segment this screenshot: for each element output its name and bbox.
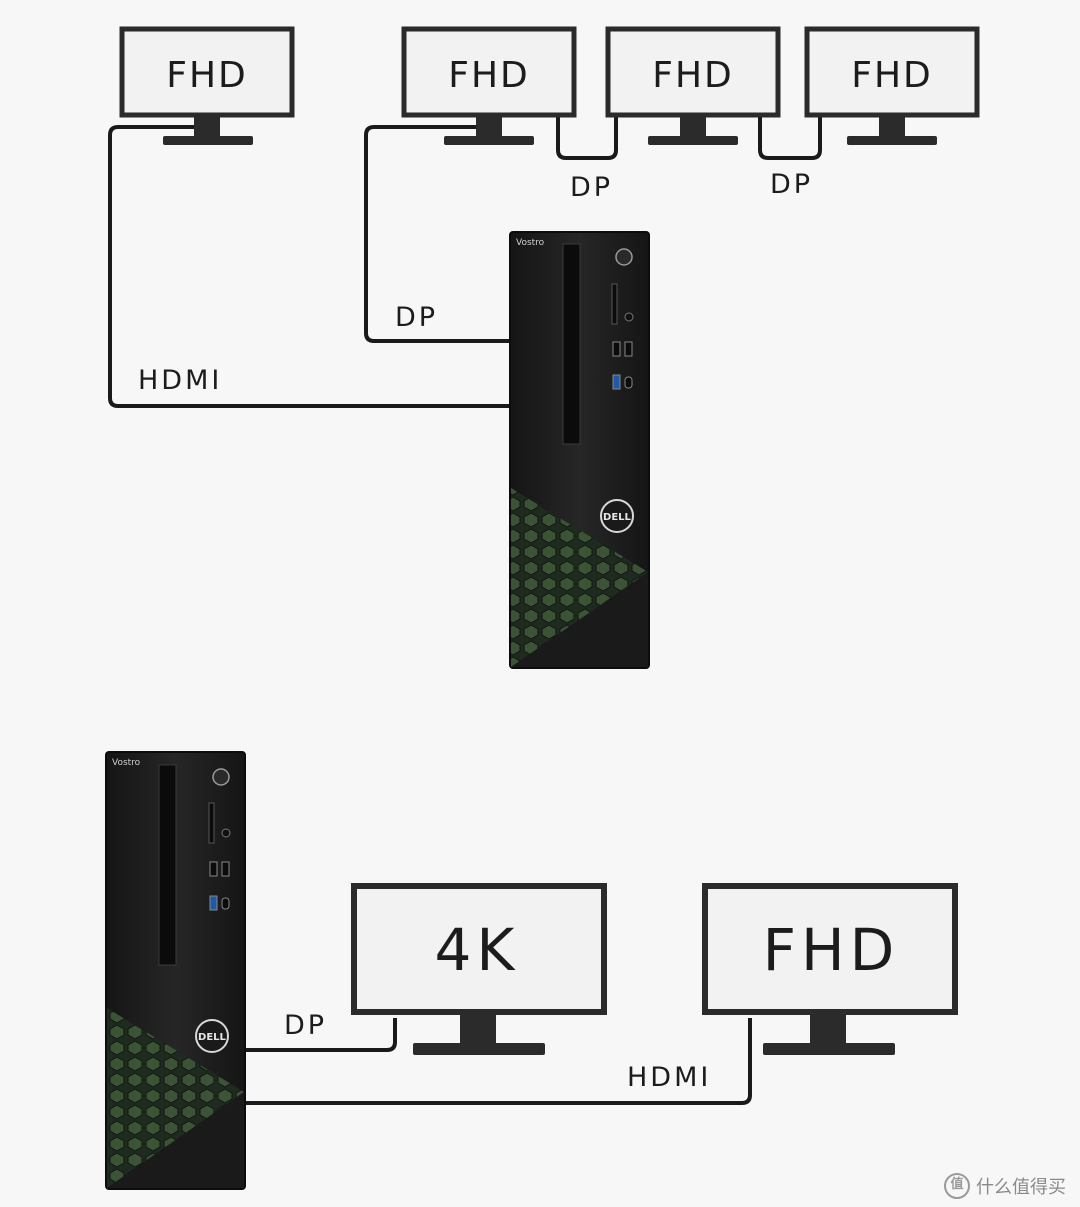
bottom-pc-brand: Vostro	[112, 758, 141, 768]
bottom-hex-panel	[107, 1008, 244, 1188]
bottom-monitor-fhd: FHD	[702, 883, 958, 1055]
watermark: 值 什么值得买	[944, 1173, 1066, 1199]
top-power-button-icon	[615, 248, 633, 266]
bottom-hdmi-cable	[246, 1018, 752, 1105]
top-monitor-chain-3-label: FHD	[851, 55, 933, 96]
top-dp-chain-cable-2	[758, 108, 822, 160]
top-dell-logo-icon	[600, 499, 634, 533]
top-dell-logo-text: DELL	[603, 512, 632, 523]
top-dp-chain-cable-1	[556, 108, 618, 160]
bottom-dp-cable	[246, 1018, 397, 1052]
top-dp-chain-label-1: DP	[570, 172, 613, 203]
bottom-dell-logo-icon	[195, 1019, 229, 1053]
bottom-monitor-fhd-label: FHD	[763, 916, 900, 984]
zhi-badge-icon: 值	[944, 1173, 970, 1199]
top-dp-pc-label: DP	[395, 302, 438, 333]
top-hdmi-cable	[108, 125, 512, 408]
top-monitor-chain-1-label: FHD	[448, 55, 530, 96]
top-hex-panel	[511, 488, 648, 667]
top-hdmi-label: HDMI	[138, 365, 222, 396]
bottom-dp-label: DP	[284, 1010, 327, 1041]
top-monitor-chain-1: FHD	[401, 26, 577, 145]
top-monitor-chain-2: FHD	[605, 26, 781, 145]
bottom-pc-tower: Vostro DELL	[105, 751, 246, 1190]
top-dp-chain-label-2: DP	[770, 169, 813, 200]
top-monitor-left: FHD	[119, 26, 295, 145]
top-monitor-chain-3: FHD	[804, 26, 980, 145]
bottom-usb-port-icon	[209, 861, 218, 877]
bottom-cables	[246, 1018, 752, 1105]
top-cables	[108, 108, 822, 408]
top-monitor-chain-2-label: FHD	[652, 55, 734, 96]
watermark-text: 什么值得买	[976, 1177, 1066, 1198]
top-pc-tower: Vostro DELL	[509, 231, 650, 669]
bottom-power-button-icon	[212, 768, 230, 786]
bottom-dell-logo-text: DELL	[198, 1032, 227, 1043]
top-dp-cable-pc	[364, 125, 512, 343]
bottom-hdmi-label: HDMI	[627, 1062, 711, 1093]
top-pc-brand: Vostro	[516, 238, 545, 248]
bottom-monitor-4k-label: 4K	[435, 916, 520, 984]
top-monitor-left-label: FHD	[166, 55, 248, 96]
top-usb-port-icon	[612, 341, 621, 357]
bottom-monitor-4k: 4K	[351, 883, 607, 1055]
